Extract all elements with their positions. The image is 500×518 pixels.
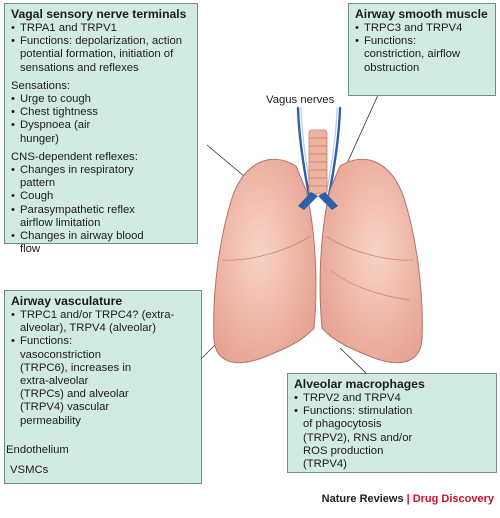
sensations-heading: Sensations:: [11, 79, 71, 92]
publisher-name: Nature Reviews: [321, 493, 404, 505]
reflex-item: Changes in airway blood flow: [11, 230, 161, 256]
vagus-nerves-label: Vagus nerves: [266, 94, 335, 106]
sensation-item: Dyspnoea (air hunger): [11, 119, 123, 145]
vagal-item: Functions: depolarization, action potent…: [11, 35, 191, 75]
vasculature-items: TRPC1 and/or TRPC4? (extra-alveolar), TR…: [11, 309, 183, 428]
smooth-muscle-box: Airway smooth muscle TRPC3 and TRPV4 Fun…: [348, 3, 496, 96]
vagal-items-list: TRPA1 and TRPV1 Functions: depolarizatio…: [11, 22, 191, 75]
airway-vasculature-box: Airway vasculature TRPC1 and/or TRPC4? (…: [4, 290, 202, 484]
sensation-item: Urge to cough: [11, 93, 123, 106]
vsmcs-label: VSMCs: [10, 464, 49, 476]
vasculature-item: TRPC1 and/or TRPC4? (extra-alveolar), TR…: [11, 309, 183, 335]
smooth-muscle-title: Airway smooth muscle: [355, 7, 488, 21]
sensations-list: Urge to cough Chest tightness Dyspnoea (…: [11, 93, 123, 146]
macrophages-title: Alveolar macrophages: [294, 377, 425, 391]
publisher-credit: Nature Reviews|Drug Discovery: [322, 493, 494, 505]
reflex-item: Changes in respiratory pattern: [11, 164, 161, 190]
smooth-muscle-item: TRPC3 and TRPV4: [355, 22, 475, 35]
vasculature-title: Airway vasculature: [11, 294, 123, 308]
vagal-item: TRPA1 and TRPV1: [11, 22, 191, 35]
macrophage-item: TRPV2 and TRPV4: [294, 392, 414, 405]
journal-name: Drug Discovery: [412, 493, 494, 505]
vasculature-item: Functions: vasoconstriction (TRPC6), inc…: [11, 335, 132, 427]
alveolar-macrophages-box: Alveolar macrophages TRPV2 and TRPV4 Fun…: [287, 373, 497, 473]
endothelium-label: Endothelium: [6, 444, 69, 456]
reflex-item: Parasympathetic reflex airflow limitatio…: [11, 204, 161, 230]
reflex-item: Cough: [11, 190, 161, 203]
vagal-box-title: Vagal sensory nerve terminals: [11, 7, 187, 21]
macrophages-items: TRPV2 and TRPV4 Functions: stimulation o…: [294, 392, 414, 471]
lungs: [213, 158, 423, 364]
reflexes-list: Changes in respiratory pattern Cough Par…: [11, 164, 161, 256]
right-lung: [319, 158, 423, 364]
credit-separator: |: [406, 493, 410, 505]
reflexes-heading: CNS-dependent reflexes:: [11, 150, 138, 163]
smooth-muscle-item: Functions: constriction, airflow obstruc…: [355, 35, 475, 75]
smooth-muscle-items: TRPC3 and TRPV4 Functions: constriction,…: [355, 22, 475, 75]
vagal-sensory-nerve-box: Vagal sensory nerve terminals TRPA1 and …: [4, 3, 198, 255]
sensation-item: Chest tightness: [11, 106, 123, 119]
macrophage-item: Functions: stimulation of phagocytosis (…: [294, 405, 414, 471]
left-lung: [213, 158, 317, 364]
trachea: [298, 129, 338, 210]
